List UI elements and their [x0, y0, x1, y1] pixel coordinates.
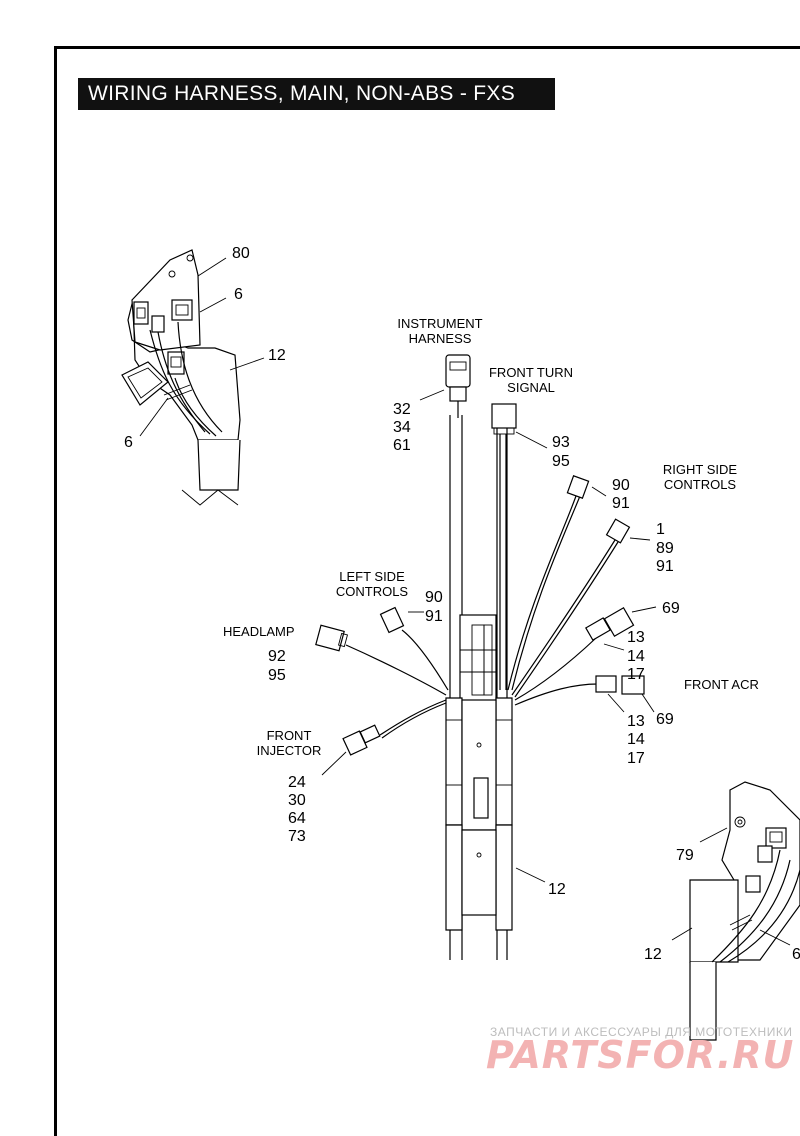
- label-rsc-line1: RIGHT SIDE: [663, 462, 737, 477]
- label-injector-line1: FRONT: [267, 728, 312, 743]
- label-headlamp: HEADLAMP: [223, 624, 295, 639]
- label-rsc-line2: CONTROLS: [664, 477, 737, 492]
- callout-12-right: 12: [644, 946, 662, 963]
- callout-6-top: 6: [234, 286, 243, 303]
- callout-34: 34: [393, 419, 411, 436]
- inset-left: [121, 249, 265, 506]
- inset-right: [671, 781, 800, 1041]
- callout-12-left: 12: [268, 347, 286, 364]
- callout-90-rsc: 90: [612, 477, 630, 494]
- callout-89: 89: [656, 540, 674, 557]
- callout-61: 61: [393, 437, 411, 454]
- callout-24: 24: [288, 774, 306, 791]
- label-instrument-line2: HARNESS: [409, 331, 472, 346]
- callout-95: 95: [552, 453, 570, 470]
- callout-17-top: 17: [627, 666, 645, 683]
- watermark-line1: ЗАПЧАСТИ И АКСЕССУАРЫ ДЛЯ МОТОТЕХНИКИ: [490, 1025, 792, 1039]
- callout-12-harness: 12: [548, 881, 566, 898]
- callout-14-top: 14: [627, 648, 645, 665]
- callout-95-headlamp: 95: [268, 667, 286, 684]
- label-injector-line2: INJECTOR: [257, 743, 322, 758]
- label-instrument-line1: INSTRUMENT: [397, 316, 482, 331]
- callout-92: 92: [268, 648, 286, 665]
- callout-13-top: 13: [627, 629, 645, 646]
- callout-69-top: 69: [662, 600, 680, 617]
- callout-80: 80: [232, 245, 250, 262]
- callout-79: 79: [676, 847, 694, 864]
- callout-91-rsc-b: 91: [656, 558, 674, 575]
- callout-30: 30: [288, 792, 306, 809]
- callout-64: 64: [288, 810, 306, 827]
- callout-6-bottom: 6: [124, 434, 133, 451]
- callout-17-bottom: 17: [627, 750, 645, 767]
- label-turn-signal-line1: FRONT TURN: [489, 365, 573, 380]
- callout-14-bottom: 14: [627, 731, 645, 748]
- callout-6-right: 6: [792, 946, 800, 963]
- watermark-line2: PARTSFOR.RU: [486, 1033, 794, 1077]
- label-turn-signal-line2: SIGNAL: [507, 380, 555, 395]
- callout-91-lsc: 91: [425, 608, 443, 625]
- callout-32: 32: [393, 401, 411, 418]
- callout-73: 73: [288, 828, 306, 845]
- label-lsc-line2: CONTROLS: [336, 584, 409, 599]
- callout-69-bottom: 69: [656, 711, 674, 728]
- callout-93: 93: [552, 434, 570, 451]
- main-harness: [315, 354, 657, 960]
- callout-1: 1: [656, 521, 665, 538]
- diagram-frame: [54, 46, 800, 1136]
- callout-90-lsc: 90: [425, 589, 443, 606]
- label-lsc-line1: LEFT SIDE: [339, 569, 405, 584]
- callout-13-bottom: 13: [627, 713, 645, 730]
- label-front-acr: FRONT ACR: [684, 677, 759, 692]
- page-title: WIRING HARNESS, MAIN, NON-ABS - FXS: [78, 78, 555, 110]
- callout-91-rsc: 91: [612, 495, 630, 512]
